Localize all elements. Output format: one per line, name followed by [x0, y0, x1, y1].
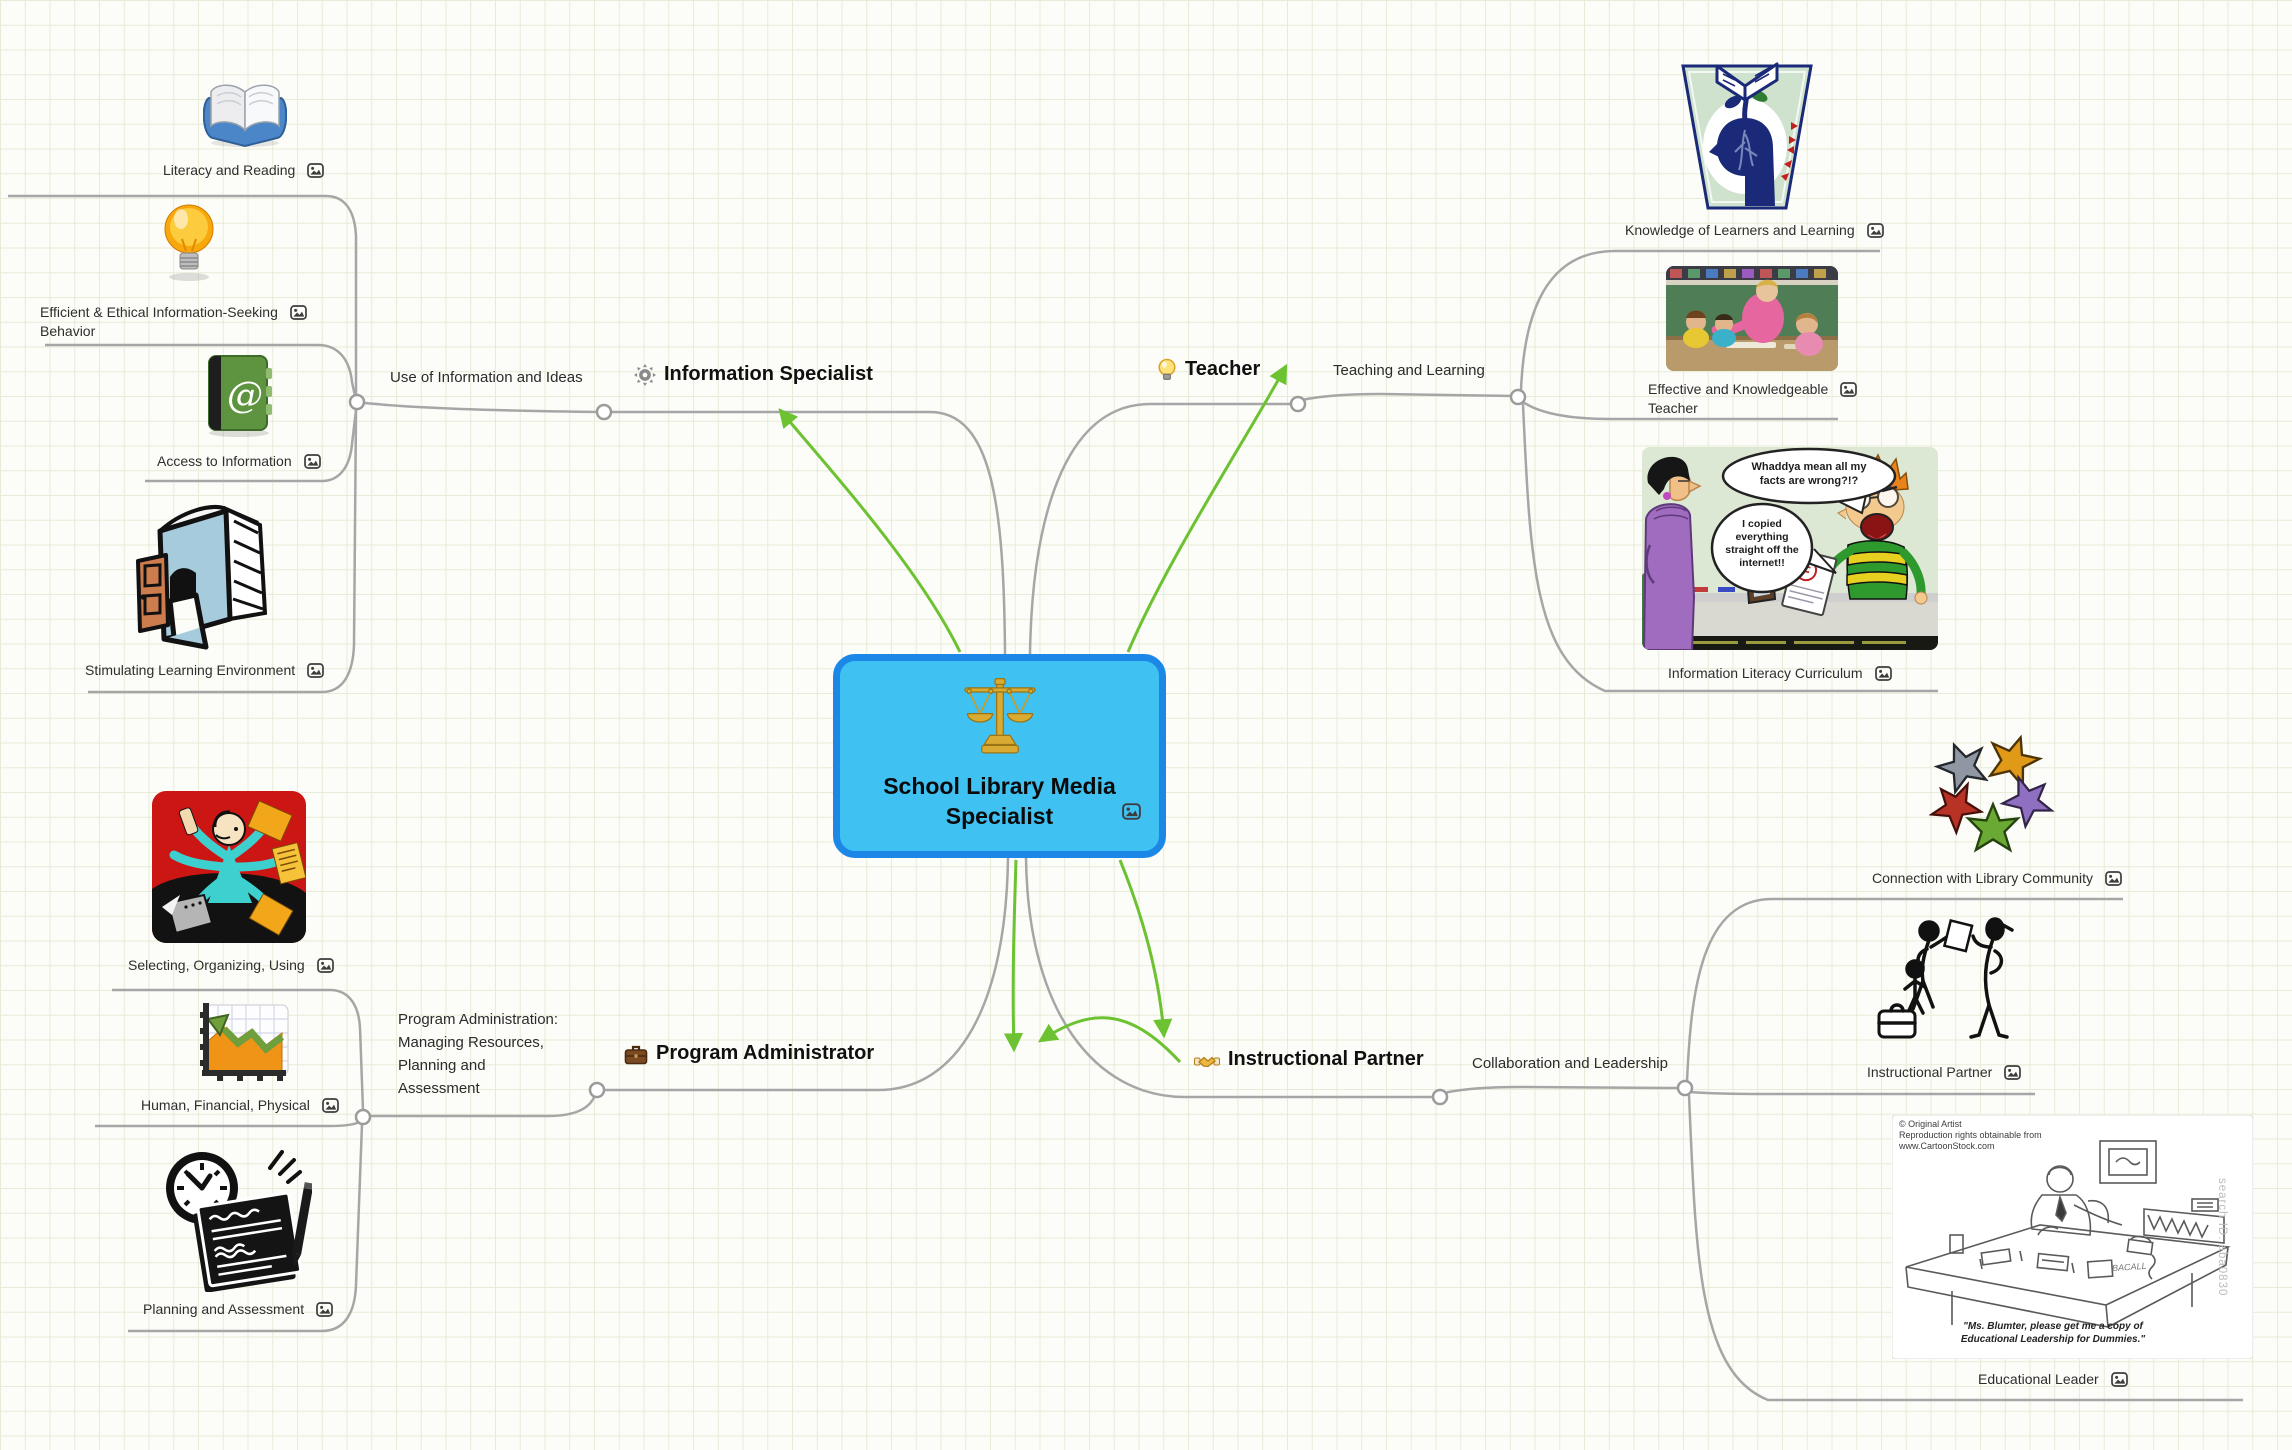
- node-label: Literacy and Reading: [163, 162, 296, 178]
- image-badge-icon[interactable]: [1867, 223, 1884, 238]
- node-label: Educational Leader: [1978, 1371, 2099, 1387]
- topic-label: Instructional Partner: [1228, 1048, 1424, 1070]
- collapse-dot[interactable]: [354, 1108, 372, 1126]
- image-badge-icon[interactable]: [316, 1302, 333, 1317]
- node-label: Efficient & Ethical Information-Seeking …: [40, 304, 278, 339]
- cartoon-watermark-text: search ID: aba0830: [2216, 1178, 2228, 1297]
- subtopic-collaboration-leadership[interactable]: Collaboration and Leadership: [1472, 1055, 1668, 1072]
- community-stars-image[interactable]: [1929, 735, 2055, 857]
- finance-chart-image[interactable]: [194, 1001, 292, 1085]
- multitasking-art-image[interactable]: [152, 791, 306, 943]
- collapse-dot[interactable]: [348, 393, 366, 411]
- svg-text:@: @: [227, 375, 263, 416]
- image-badge-icon[interactable]: [1122, 803, 1141, 820]
- book-doorway-image[interactable]: [130, 497, 273, 655]
- collapse-dot[interactable]: [1289, 395, 1307, 413]
- image-badge-icon[interactable]: [307, 163, 324, 178]
- gear-icon: [634, 364, 656, 386]
- image-badge-icon[interactable]: [2105, 871, 2122, 886]
- subtopic-program-administration[interactable]: Program Administration: Managing Resourc…: [398, 1011, 559, 1097]
- node-label: Effective and Knowledgeable Teacher: [1648, 381, 1829, 416]
- node-label: Connection with Library Community: [1872, 870, 2093, 886]
- topic-label: Information Specialist: [664, 363, 873, 385]
- topic-teacher[interactable]: Teacher: [1157, 358, 1260, 381]
- topic-instructional-partner[interactable]: Instructional Partner: [1194, 1048, 1424, 1071]
- image-badge-icon[interactable]: [317, 958, 334, 973]
- balance-scale-icon: [958, 677, 1042, 757]
- open-book-image[interactable]: [203, 80, 287, 148]
- topic-label: Teacher: [1185, 358, 1261, 380]
- image-badge-icon[interactable]: [2004, 1065, 2021, 1080]
- image-badge-icon[interactable]: [322, 1098, 339, 1113]
- node-efficient-ethical-behavior[interactable]: Efficient & Ethical Information-Seeking …: [40, 303, 307, 341]
- branch-lines: [8, 194, 2243, 1402]
- node-literacy-and-reading[interactable]: Literacy and Reading: [163, 161, 324, 180]
- root-node[interactable]: School Library Media Specialist: [833, 654, 1166, 858]
- node-stimulating-learning-environment[interactable]: Stimulating Learning Environment: [85, 661, 324, 680]
- root-label: School Library Media Specialist: [883, 773, 1116, 829]
- speech-bubble-2-text: I copied everything straight off the int…: [1725, 518, 1799, 569]
- cartoon-caption-text: "Ms. Blumter, please get me a copy of Ed…: [1960, 1321, 2146, 1345]
- node-access-to-information[interactable]: Access to Information: [157, 452, 321, 471]
- collapse-dot[interactable]: [588, 1081, 606, 1099]
- node-effective-knowledgeable-teacher[interactable]: Effective and Knowledgeable Teacher: [1648, 380, 1857, 418]
- node-human-financial-physical[interactable]: Human, Financial, Physical: [141, 1096, 339, 1115]
- leadership-cartoon-image[interactable]: [1892, 1115, 2253, 1359]
- node-label: Access to Information: [157, 453, 292, 469]
- clock-checklist-image[interactable]: [158, 1148, 312, 1292]
- relationship-arrows: [778, 363, 1288, 1064]
- collapse-dot[interactable]: [1676, 1079, 1694, 1097]
- node-label: Selecting, Organizing, Using: [128, 957, 305, 973]
- mind-growth-logo-image[interactable]: [1679, 56, 1815, 212]
- image-badge-icon[interactable]: [290, 305, 307, 320]
- cartoon-credit-text: © Original Artist Reproduction rights ob…: [1899, 1119, 2042, 1151]
- collapse-dot[interactable]: [1431, 1088, 1449, 1106]
- topic-program-administrator[interactable]: Program Administrator: [624, 1042, 874, 1065]
- internet-copying-cartoon-image[interactable]: F: [1642, 447, 1938, 650]
- node-planning-and-assessment[interactable]: Planning and Assessment: [143, 1300, 333, 1319]
- image-badge-icon[interactable]: [2111, 1372, 2128, 1387]
- collapse-dot[interactable]: [1509, 388, 1527, 406]
- subtopic-teaching-and-learning[interactable]: Teaching and Learning: [1333, 362, 1485, 379]
- node-knowledge-of-learners[interactable]: Knowledge of Learners and Learning: [1625, 221, 1884, 240]
- briefcase-icon: [624, 1043, 648, 1065]
- node-label: Stimulating Learning Environment: [85, 662, 296, 678]
- stick-figures-image[interactable]: [1877, 917, 2027, 1053]
- node-instructional-partner-leaf[interactable]: Instructional Partner: [1867, 1063, 2021, 1082]
- speech-bubble-1-text: Whaddya mean all my facts are wrong?!?: [1751, 461, 1867, 487]
- node-connection-library-community[interactable]: Connection with Library Community: [1872, 869, 2122, 888]
- image-badge-icon[interactable]: [304, 454, 321, 469]
- node-information-literacy-curriculum[interactable]: Information Literacy Curriculum: [1668, 664, 1892, 683]
- image-badge-icon[interactable]: [1875, 666, 1892, 681]
- node-label: Knowledge of Learners and Learning: [1625, 222, 1855, 238]
- node-selecting-organizing-using[interactable]: Selecting, Organizing, Using: [128, 956, 334, 975]
- topic-information-specialist[interactable]: Information Specialist: [634, 363, 873, 386]
- address-book-image[interactable]: @: [203, 354, 275, 438]
- lightbulb-icon: [1157, 358, 1177, 381]
- node-label: Information Literacy Curriculum: [1668, 665, 1863, 681]
- node-label: Instructional Partner: [1867, 1064, 1993, 1080]
- node-label: Human, Financial, Physical: [141, 1097, 310, 1113]
- subtopic-use-of-information[interactable]: Use of Information and Ideas: [390, 369, 583, 386]
- handshake-icon: [1194, 1051, 1220, 1069]
- node-label: Planning and Assessment: [143, 1301, 305, 1317]
- image-badge-icon[interactable]: [1840, 382, 1857, 397]
- topic-label: Program Administrator: [656, 1042, 875, 1064]
- image-badge-icon[interactable]: [307, 663, 324, 678]
- node-educational-leader[interactable]: Educational Leader: [1978, 1370, 2128, 1389]
- collapse-dot[interactable]: [595, 403, 613, 421]
- classroom-photo-image[interactable]: [1666, 266, 1838, 371]
- lightbulb-image[interactable]: [160, 203, 218, 283]
